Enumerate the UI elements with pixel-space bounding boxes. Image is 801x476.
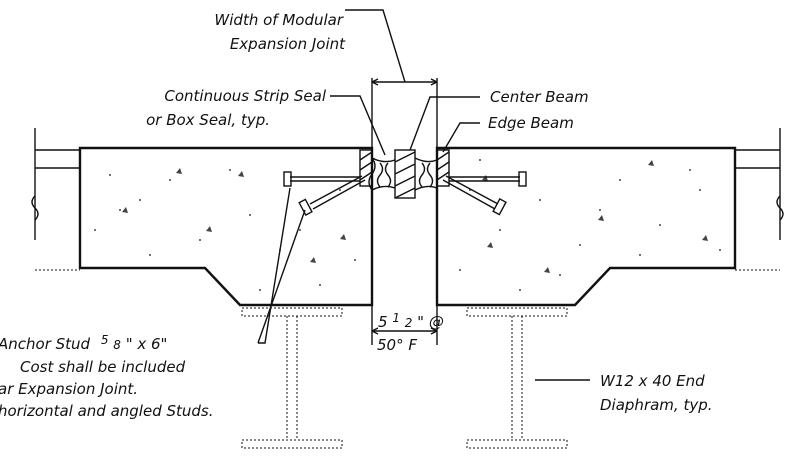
left-deck-slab (31, 128, 374, 307)
gap-dimension-label: 5 1 2 " @ 50° F (377, 308, 444, 354)
diaphragm-label-2: Diaphram, typ. (600, 396, 713, 414)
anchor-stud-note: Anchor Stud 5 8 " x 6" Cost shall be inc… (0, 330, 214, 420)
left-edge-beam (359, 149, 373, 187)
svg-text:5 1 2 " @: 5 1 2 " @ (378, 308, 444, 331)
joint-width-label-2: Expansion Joint (230, 35, 346, 53)
joint-width-label: Width of Modular (214, 11, 343, 29)
strip-seal-label: Continuous Strip Seal (164, 87, 326, 105)
joint-width-dimension (345, 9, 438, 148)
right-deck-slab (435, 128, 784, 307)
right-edge-beam (436, 149, 450, 187)
svg-text:Anchor Stud 5 8: Anchor Stud 5 8 " x 6" (0, 330, 167, 353)
svg-text:Cost shall be included: Cost shall be included (20, 358, 186, 376)
strip-seal-label-2: or Box Seal, typ. (146, 111, 270, 129)
anchor-studs (283, 171, 527, 217)
edge-beam-label: Edge Beam (488, 114, 574, 132)
right-diaphragm (466, 307, 568, 449)
concrete-stipple (94, 159, 721, 291)
diaphragm-label: W12 x 40 End (600, 372, 705, 390)
strip-seals (368, 157, 438, 191)
svg-text:ar Expansion Joint.: ar Expansion Joint. (0, 380, 138, 398)
svg-text:50° F: 50° F (377, 336, 417, 354)
center-beam (394, 149, 416, 199)
gap-dimension (371, 305, 438, 345)
svg-text:horizontal and angled Studs.: horizontal and angled Studs. (0, 402, 214, 420)
leader-lines (257, 95, 590, 381)
center-beam-label: Center Beam (490, 88, 589, 106)
left-diaphragm (241, 307, 343, 449)
